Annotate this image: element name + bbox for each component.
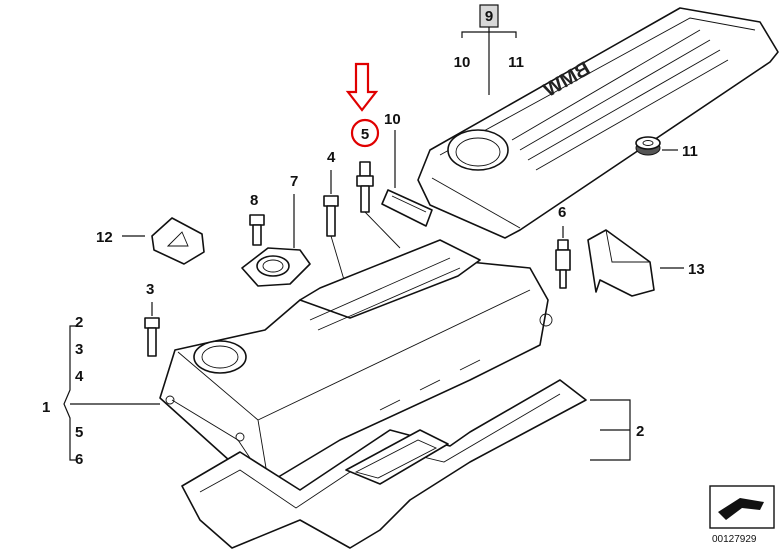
oil-cap-part-12 — [151, 217, 205, 265]
heat-shield-part-13 — [587, 229, 655, 297]
sensor-part-6 — [555, 239, 571, 289]
reference-number: 00127929 — [712, 534, 757, 545]
label-group-6: 6 — [75, 451, 83, 468]
valve-cover-part — [159, 239, 553, 483]
label-group-4: 4 — [75, 368, 84, 385]
label-4: 4 — [327, 149, 336, 166]
label-11-top: 11 — [508, 54, 524, 71]
label-12: 12 — [96, 229, 113, 246]
page-corner-icon — [709, 485, 775, 529]
bolt-part-8 — [249, 214, 265, 246]
label-8: 8 — [250, 192, 258, 209]
label-group-3: 3 — [75, 341, 83, 358]
label-10-gasket: 10 — [384, 111, 401, 128]
label-7: 7 — [290, 173, 298, 190]
label-3: 3 — [146, 281, 154, 298]
engine-cover-part: BMW — [417, 7, 779, 239]
flange-part-7 — [241, 247, 311, 287]
bolt-part-3 — [144, 317, 160, 357]
label-6: 6 — [558, 204, 566, 221]
valve-cover-gasket-part — [181, 379, 587, 549]
label-group-2: 2 — [75, 314, 83, 331]
bolt-part-4 — [323, 195, 339, 237]
grommet-part — [635, 136, 661, 156]
stud-part-5 — [356, 161, 374, 213]
down-arrow-icon — [345, 62, 379, 112]
label-5: 5 — [361, 126, 369, 143]
label-9: 9 — [485, 8, 493, 25]
label-10-top: 10 — [454, 54, 471, 71]
label-11-grommet: 11 — [682, 143, 698, 160]
label-13: 13 — [688, 261, 705, 278]
label-2-gasket: 2 — [636, 423, 644, 440]
label-group-5: 5 — [75, 424, 83, 441]
cover-gasket-part — [381, 189, 433, 227]
label-group-1: 1 — [42, 399, 50, 416]
highlight-circle — [350, 118, 380, 148]
